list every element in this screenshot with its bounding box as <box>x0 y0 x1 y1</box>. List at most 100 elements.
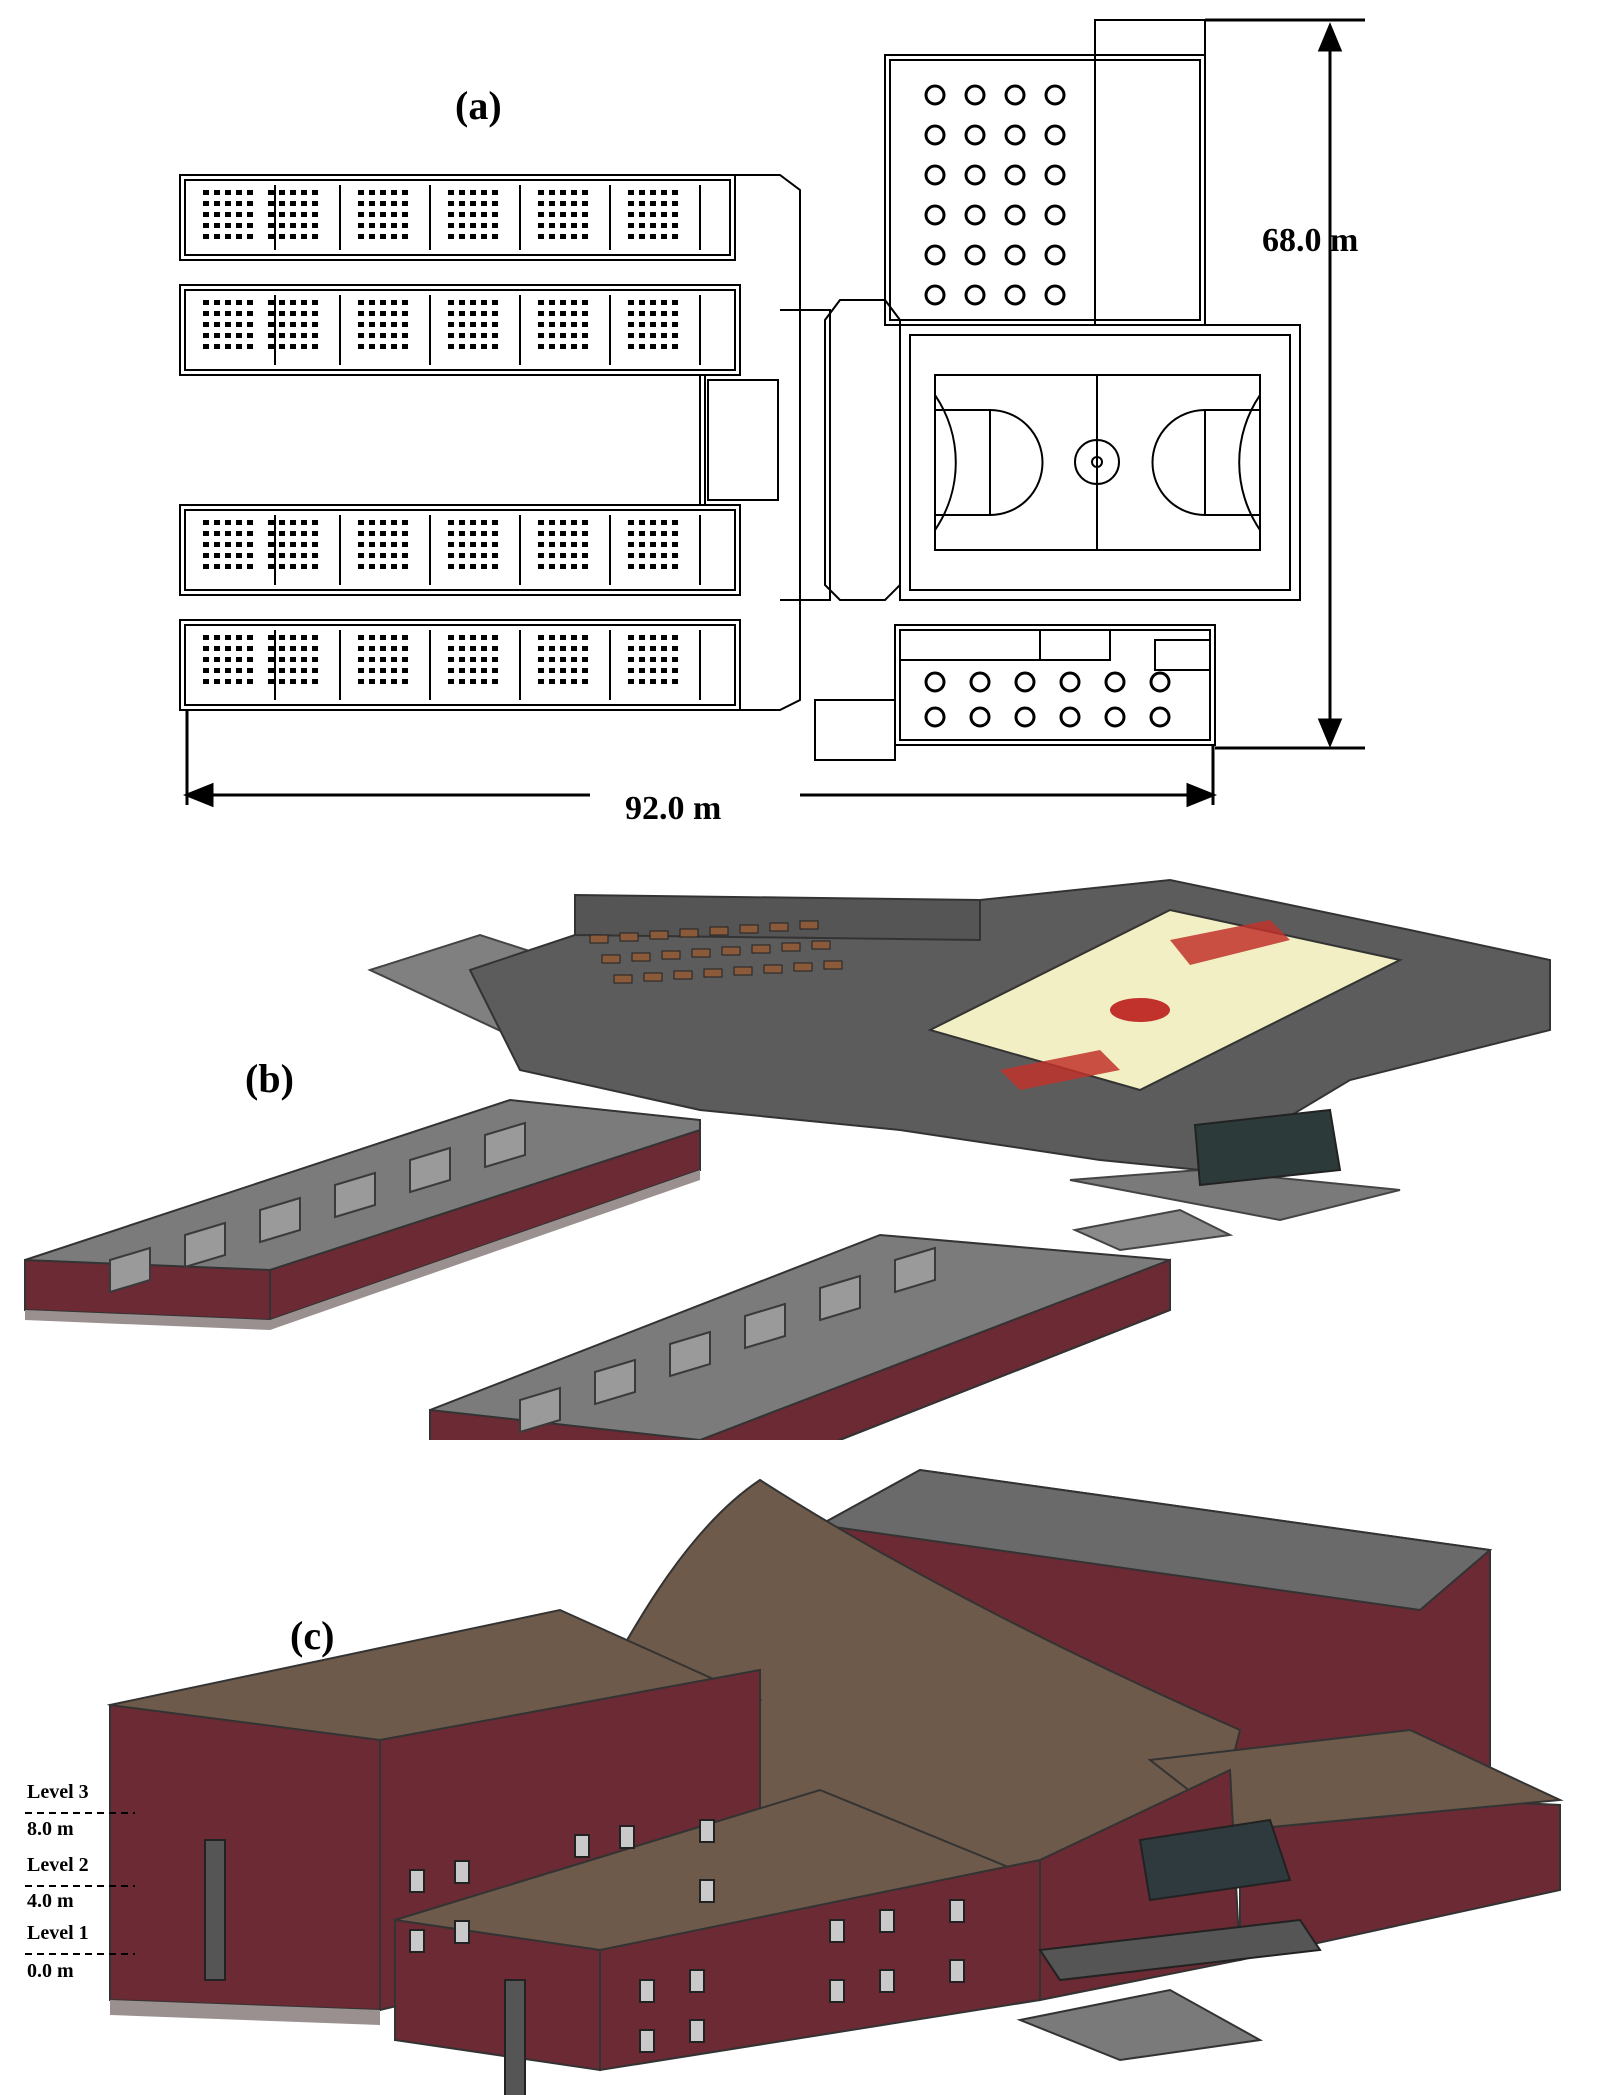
partition-wall <box>819 1274 861 1322</box>
desk <box>571 234 577 239</box>
desk <box>402 679 408 684</box>
round-table <box>1004 164 1026 186</box>
desk <box>380 311 386 316</box>
desk <box>301 635 307 640</box>
desk <box>369 564 375 569</box>
south-wing-brick-front <box>429 1408 701 1440</box>
round-table <box>964 284 986 306</box>
desk <box>672 657 678 662</box>
desk <box>312 333 318 338</box>
desk <box>582 234 588 239</box>
desk <box>247 322 253 327</box>
windows <box>204 1819 965 2095</box>
desk <box>290 668 296 673</box>
desk <box>214 223 220 228</box>
level-3-height: 8.0 m <box>27 1818 74 1840</box>
desk <box>582 201 588 206</box>
desk <box>571 300 577 305</box>
library-desk <box>793 962 813 972</box>
desk <box>225 333 231 338</box>
desk <box>672 212 678 217</box>
desk <box>672 520 678 525</box>
desk <box>560 679 566 684</box>
desk <box>279 223 285 228</box>
desk <box>247 300 253 305</box>
desk <box>492 564 498 569</box>
desk <box>203 564 209 569</box>
desk <box>481 657 487 662</box>
desk <box>672 646 678 651</box>
desk <box>481 344 487 349</box>
desk <box>279 322 285 327</box>
width-dimension-label: 92.0 m <box>625 790 722 827</box>
round-table <box>924 84 946 106</box>
desk <box>301 333 307 338</box>
desk <box>268 564 274 569</box>
desk <box>549 311 555 316</box>
desk <box>448 646 454 651</box>
panel-a-label: (a) <box>455 83 502 128</box>
desk <box>402 564 408 569</box>
partition-wall <box>894 1246 936 1294</box>
desk <box>639 311 645 316</box>
partition-wall <box>744 1302 786 1350</box>
desk <box>459 190 465 195</box>
desk <box>247 212 253 217</box>
desk <box>448 234 454 239</box>
desk <box>672 333 678 338</box>
library-desk <box>691 948 711 958</box>
desk <box>380 333 386 338</box>
desk <box>470 322 476 327</box>
desk <box>549 668 555 673</box>
desk <box>268 311 274 316</box>
panel-c-label: (c) <box>290 1613 335 1658</box>
desk <box>582 322 588 327</box>
window <box>619 1825 635 1849</box>
desk <box>492 344 498 349</box>
desk <box>268 322 274 327</box>
desk <box>459 520 465 525</box>
desk <box>236 322 242 327</box>
desk <box>560 542 566 547</box>
desk <box>639 234 645 239</box>
desk <box>582 553 588 558</box>
desk <box>459 635 465 640</box>
desk <box>279 646 285 651</box>
desk <box>650 234 656 239</box>
desk <box>571 646 577 651</box>
desk <box>459 679 465 684</box>
desk <box>448 322 454 327</box>
cafeteria-table <box>1014 671 1036 693</box>
desk <box>672 300 678 305</box>
desk <box>225 322 231 327</box>
desk <box>247 542 253 547</box>
desk <box>236 311 242 316</box>
desk <box>247 679 253 684</box>
desk <box>560 333 566 338</box>
desk <box>214 668 220 673</box>
cafeteria-table <box>924 671 946 693</box>
desk <box>571 542 577 547</box>
desk <box>312 520 318 525</box>
desk <box>672 635 678 640</box>
desk <box>247 553 253 558</box>
desk <box>481 646 487 651</box>
desk <box>402 542 408 547</box>
desk <box>549 223 555 228</box>
desk <box>268 679 274 684</box>
desk <box>661 223 667 228</box>
desk <box>492 300 498 305</box>
desk <box>661 635 667 640</box>
desk <box>279 553 285 558</box>
tall-window <box>504 1979 526 2095</box>
desk <box>247 635 253 640</box>
desk <box>549 190 555 195</box>
window <box>409 1869 425 1893</box>
desk <box>358 635 364 640</box>
desk <box>470 201 476 206</box>
cafeteria-table <box>1149 671 1171 693</box>
desk <box>301 300 307 305</box>
desk <box>470 564 476 569</box>
desk <box>214 201 220 206</box>
desk <box>380 657 386 662</box>
